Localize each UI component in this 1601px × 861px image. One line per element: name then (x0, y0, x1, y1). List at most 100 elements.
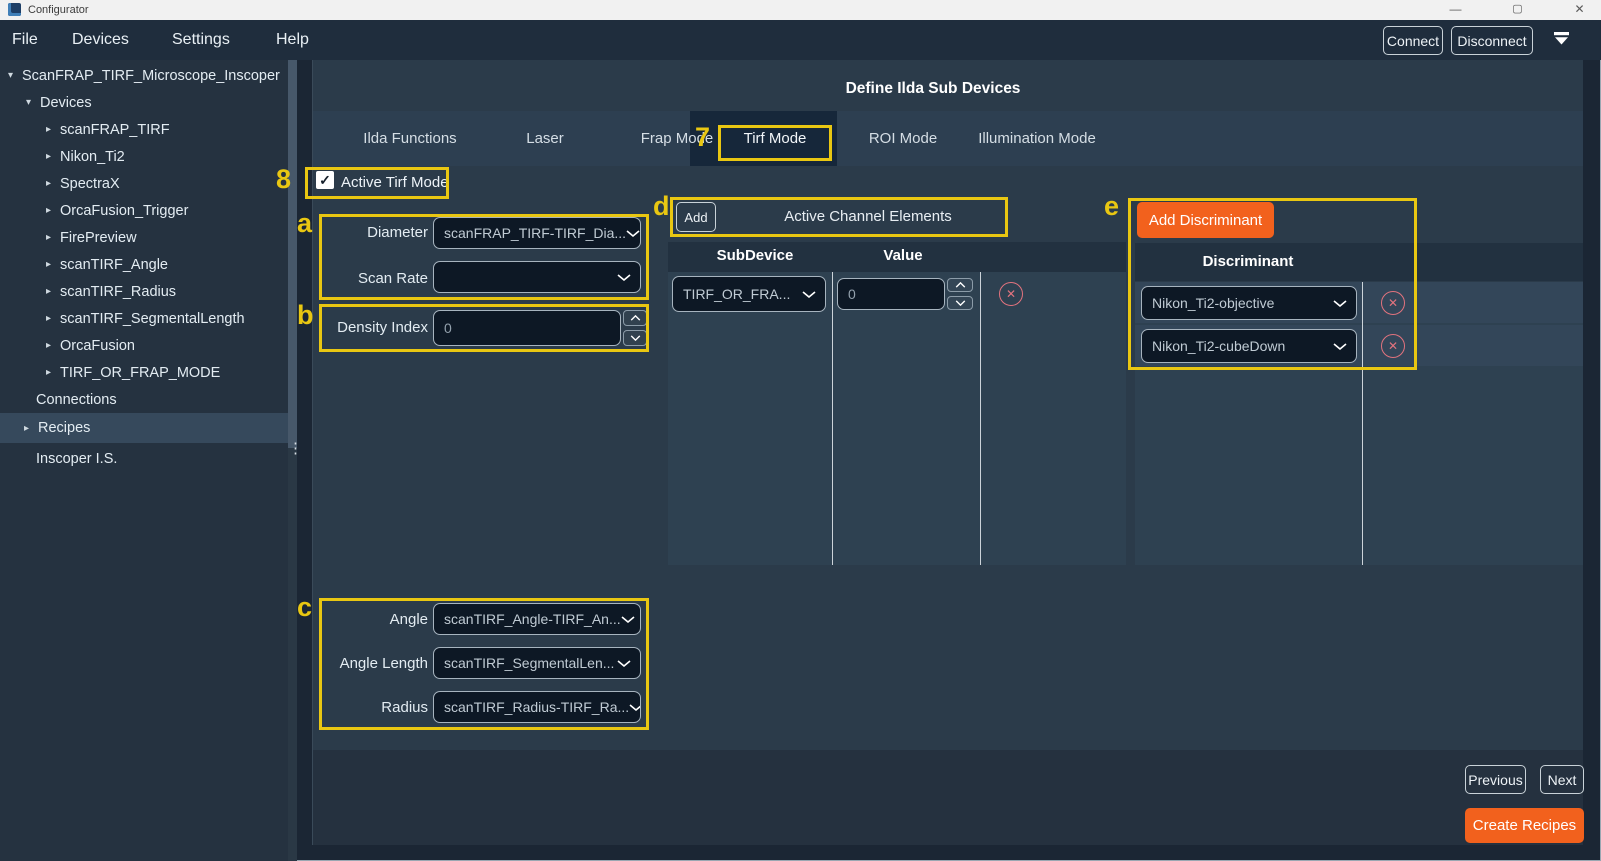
discriminant-table: Discriminant Nikon_Ti2-objective ✕ Nikon… (1135, 243, 1583, 565)
radius-dropdown[interactable]: scanTIRF_Radius-TIRF_Ra... (433, 691, 641, 723)
annotation-label-a: a (297, 208, 313, 238)
tab-ilda-functions[interactable]: Ilda Functions (363, 130, 457, 147)
chevron-down-icon (802, 290, 816, 298)
active-channel-elements-title: Active Channel Elements (784, 208, 952, 225)
tree-item-scanfrap-root[interactable]: ▾ScanFRAP_TIRF_Microscope_Inscoper (8, 67, 280, 84)
spin-up-icon[interactable] (623, 310, 647, 326)
tree-item-scantirf-angle[interactable]: ▸scanTIRF_Angle (46, 256, 168, 273)
tree-item-inscoper-is[interactable]: Inscoper I.S. (36, 450, 118, 467)
expander-right-icon[interactable]: ▸ (46, 367, 52, 378)
tab-laser[interactable]: Laser (526, 130, 564, 147)
column-separator (832, 272, 833, 565)
tree-item-recipes[interactable]: ▸Recipes (0, 413, 288, 443)
spin-up-icon[interactable] (947, 278, 973, 292)
tree-item-scanfrap-tirf[interactable]: ▸scanFRAP_TIRF (46, 121, 170, 138)
main-panel: Define Ilda Sub Devices Ilda Functions L… (276, 60, 1583, 750)
chevron-down-icon (621, 615, 635, 623)
create-recipes-button[interactable]: Create Recipes (1465, 808, 1584, 843)
expander-right-icon[interactable]: ▸ (46, 124, 52, 135)
sidebar-scrollbar-thumb[interactable] (288, 60, 297, 448)
page-title: Define Ilda Sub Devices (845, 80, 1021, 97)
expander-right-icon[interactable]: ▸ (46, 313, 52, 324)
spin-down-icon[interactable] (623, 330, 647, 346)
delete-row-icon[interactable]: ✕ (1381, 334, 1405, 358)
tree-item-orcafusion[interactable]: ▸OrcaFusion (46, 337, 135, 354)
add-discriminant-button[interactable]: Add Discriminant (1137, 202, 1274, 238)
active-tab-highlight (690, 111, 837, 166)
expander-right-icon[interactable]: ▸ (46, 151, 52, 162)
expander-down-icon[interactable]: ▾ (8, 70, 14, 81)
density-index-input[interactable]: 0 (433, 310, 621, 346)
filter-icon[interactable] (1553, 32, 1570, 52)
tree-item-scantirf-radius[interactable]: ▸scanTIRF_Radius (46, 283, 177, 300)
device-tree-sidebar: ▾ScanFRAP_TIRF_Microscope_Inscoper ▾Devi… (0, 60, 288, 861)
tab-roi-mode[interactable]: ROI Mode (868, 130, 938, 147)
expander-right-icon[interactable]: ▸ (46, 340, 52, 351)
disconnect-button[interactable]: Disconnect (1451, 26, 1533, 55)
channel-table-body (668, 272, 1126, 565)
tab-tirf-mode[interactable]: Tirf Mode (743, 130, 807, 147)
chevron-down-icon (617, 659, 631, 667)
expander-right-icon[interactable]: ▸ (46, 178, 52, 189)
tree-item-connections[interactable]: Connections (36, 391, 117, 408)
grip-dots-icon[interactable]: ⋮ (288, 440, 303, 457)
expander-right-icon[interactable]: ▸ (24, 422, 30, 434)
channel-value-stepper (947, 278, 973, 310)
expander-right-icon[interactable]: ▸ (46, 205, 52, 216)
expander-right-icon[interactable]: ▸ (46, 286, 52, 297)
delete-row-icon[interactable]: ✕ (1381, 291, 1405, 315)
tab-bar: Ilda Functions Laser Frap Mode Tirf Mode… (313, 111, 1583, 166)
chevron-down-icon (1333, 342, 1347, 350)
channel-table-header: SubDevice Value (668, 242, 1126, 272)
spin-down-icon[interactable] (947, 296, 973, 310)
discriminant-dropdown[interactable]: Nikon_Ti2-objective (1141, 286, 1357, 320)
expander-right-icon[interactable]: ▸ (46, 232, 52, 243)
expander-down-icon[interactable]: ▾ (26, 97, 32, 108)
sidebar-splitter[interactable] (288, 60, 297, 861)
next-button[interactable]: Next (1540, 765, 1584, 794)
check-icon: ✓ (319, 172, 331, 188)
expander-right-icon[interactable]: ▸ (46, 259, 52, 270)
tab-illumination-mode[interactable]: Illumination Mode (978, 130, 1096, 147)
channel-value-input[interactable]: 0 (837, 278, 945, 310)
tree-item-orcafusion-trigger[interactable]: ▸OrcaFusion_Trigger (46, 202, 189, 219)
angle-dropdown[interactable]: scanTIRF_Angle-TIRF_An... (433, 603, 641, 635)
angle-length-dropdown[interactable]: scanTIRF_SegmentalLen... (433, 647, 641, 679)
window-title: Configurator (28, 4, 89, 16)
previous-button[interactable]: Previous (1465, 765, 1526, 794)
chevron-down-icon (617, 273, 631, 281)
tree-item-scantirf-segmentallength[interactable]: ▸scanTIRF_SegmentalLength (46, 310, 245, 327)
discriminant-dropdown[interactable]: Nikon_Ti2-cubeDown (1141, 329, 1357, 363)
connect-button[interactable]: Connect (1383, 26, 1443, 55)
tree-item-firepreview[interactable]: ▸FirePreview (46, 229, 137, 246)
maximize-icon[interactable]: ▢ (1512, 3, 1523, 15)
diameter-dropdown[interactable]: scanFRAP_TIRF-TIRF_Dia... (433, 217, 641, 249)
app-icon (8, 3, 21, 16)
col-header-subdevice: SubDevice (716, 247, 794, 264)
active-tirf-mode-label: Active Tirf Mode (341, 174, 449, 191)
tree-item-spectrax[interactable]: ▸SpectraX (46, 175, 120, 192)
menu-devices[interactable]: Devices (72, 31, 129, 48)
diameter-label: Diameter (367, 224, 428, 241)
tree-item-devices[interactable]: ▾Devices (26, 94, 92, 111)
col-header-value: Value (883, 247, 923, 264)
density-index-label: Density Index (337, 319, 428, 336)
tree-item-nikon-ti2[interactable]: ▸Nikon_Ti2 (46, 148, 125, 165)
chevron-down-icon (629, 703, 640, 711)
menu-help[interactable]: Help (276, 31, 309, 48)
menu-settings[interactable]: Settings (172, 31, 230, 48)
add-channel-button[interactable]: Add (676, 202, 716, 232)
menu-file[interactable]: File (12, 31, 38, 48)
subdevice-dropdown[interactable]: TIRF_OR_FRA... (672, 276, 826, 312)
active-tirf-mode-checkbox[interactable]: ✓ (316, 171, 334, 189)
close-icon[interactable]: ✕ (1574, 2, 1585, 16)
panel-divider (312, 60, 313, 845)
scan-rate-dropdown[interactable] (433, 261, 641, 293)
minimize-icon[interactable]: — (1449, 2, 1462, 16)
angle-label: Angle (389, 611, 428, 628)
delete-row-icon[interactable]: ✕ (999, 282, 1023, 306)
channel-elements-table: SubDevice Value TIRF_OR_FRA... 0 ✕ (668, 242, 1126, 565)
tab-frap-mode[interactable]: Frap Mode (640, 130, 714, 147)
tree-item-tirf-or-frap-mode[interactable]: ▸TIRF_OR_FRAP_MODE (46, 364, 221, 381)
